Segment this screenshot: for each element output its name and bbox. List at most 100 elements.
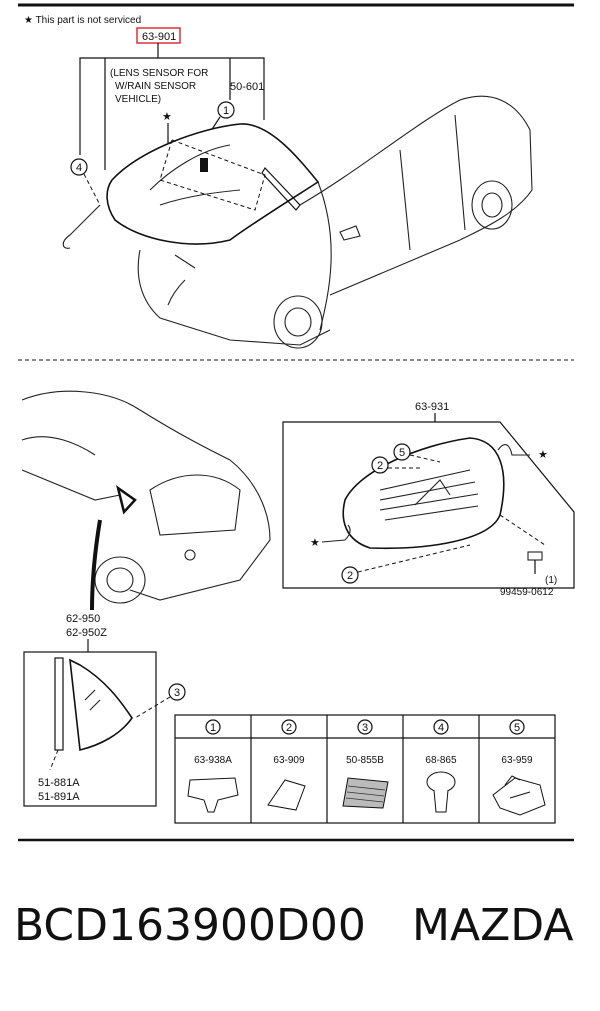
bracket-63-959-detail-icon (504, 775, 531, 799)
tape-50-855B-icon (342, 777, 389, 809)
rear-glass (342, 437, 505, 550)
table-callout-4 (433, 719, 449, 735)
callout-2-rear-upper (371, 456, 389, 474)
spacer-63-909-icon (267, 779, 306, 811)
wire-harness (62, 204, 101, 249)
wiper-line-2 (159, 189, 241, 206)
molding-strip (261, 167, 301, 211)
callout-3 (168, 683, 186, 701)
callout-3-label: 3 (174, 687, 180, 699)
table-callout-5-label: 5 (514, 722, 520, 734)
lens-sensor-note-line3: VEHICLE) (115, 94, 161, 105)
table-callout-4-label: 4 (438, 722, 444, 734)
bolt-part-number: 99459-0612 (500, 587, 554, 598)
car-door-lines (399, 114, 466, 251)
hood-lines (167, 254, 196, 306)
table-callout-3-label: 3 (362, 722, 368, 734)
callout-4 (70, 158, 88, 176)
footer-brand: MAZDA (412, 900, 574, 951)
table-callout-2 (281, 719, 297, 735)
clip-63-938A-icon (187, 777, 239, 813)
quarter-glass-part-1: 62-950 (66, 613, 100, 625)
table-callout-1-label: 1 (210, 722, 216, 734)
car-roof-line (299, 95, 531, 206)
bolt-leader (499, 514, 546, 546)
callout-1-top (217, 101, 235, 119)
table-callout-5 (509, 719, 525, 735)
quarter-window-highlight (115, 485, 137, 515)
car-a-pillar (317, 181, 332, 331)
callout-5-rear-label: 5 (399, 447, 405, 459)
rear-glass-part-number: 63-931 (415, 401, 449, 413)
rear-car-window (21, 436, 96, 456)
bracket-63-959-icon (492, 777, 546, 816)
not-serviced-notice: ★ This part is not serviced (24, 15, 141, 26)
rear-car-tail (129, 459, 271, 601)
quarter-glass-part-2: 62-950Z (66, 627, 107, 639)
side-mirror (339, 225, 361, 241)
fuel-cap (184, 549, 196, 561)
windshield-bracket (79, 57, 265, 155)
footer: BCD163900D00 MAZDA (0, 900, 600, 970)
quarter-seal-strip (54, 657, 64, 751)
rear-wire-right (497, 444, 530, 456)
rear-wire-left (321, 524, 351, 543)
table-part-4: 68-865 (425, 755, 457, 766)
star-marker-top: ★ (162, 111, 172, 123)
seal-part-1: 51-881A (38, 777, 80, 789)
car-front-body (137, 249, 331, 346)
table-part-3: 50-855B (346, 755, 384, 766)
grommet-68-865-stem-icon (433, 789, 449, 813)
rear-glass-frame (282, 421, 575, 589)
rear-window-outline (149, 474, 241, 536)
seal-leader (49, 749, 59, 771)
table-callout-1 (205, 719, 221, 735)
rear-hub-top (481, 192, 503, 218)
callout-3-leader (134, 696, 171, 719)
callout-2-rear-lower-label: 2 (347, 570, 353, 582)
quarter-glass (69, 658, 133, 751)
b-pillar-strip (90, 519, 102, 611)
tape-50-855B-texture-icon (345, 785, 386, 803)
seal-part-2: 51-891A (38, 791, 80, 803)
grommet-68-865-icon (426, 771, 456, 793)
windshield-part-number: 63-901 (142, 31, 176, 43)
bolt-head (527, 551, 543, 561)
rear-wheel-lower (94, 556, 146, 604)
defroster-lines (379, 469, 479, 521)
callout-5-leader (409, 454, 441, 463)
callout-2-rear-lower (341, 566, 359, 584)
molding-part-number: 50-601 (230, 81, 264, 93)
table-part-1: 63-938A (194, 755, 232, 766)
lens-sensor-note-line2: W/RAIN SENSOR (115, 81, 196, 92)
star-marker-rear-right: ★ (538, 449, 548, 461)
quarter-glass-reflection (84, 689, 101, 711)
quarter-glass-frame (23, 651, 157, 807)
callout-2-lower-leader (357, 544, 471, 573)
star-marker-rear-left: ★ (310, 537, 320, 549)
bolt-quantity: (1) (545, 575, 557, 586)
callout-5-rear (393, 443, 411, 461)
lens-sensor-note-line1: (LENS SENSOR FOR (110, 68, 208, 79)
table-part-2: 63-909 (273, 755, 305, 766)
front-hub-top (284, 307, 312, 337)
footer-part-number: BCD163900D00 (14, 900, 366, 951)
wiper-line-1 (149, 144, 231, 191)
windshield-glass (106, 123, 320, 245)
table-callout-2-label: 2 (286, 722, 292, 734)
front-wheel-top (273, 295, 323, 349)
glass-center-mark (414, 479, 451, 506)
car-side-line (329, 129, 533, 296)
rear-car-roof (21, 390, 231, 461)
callout-1-top-label: 1 (223, 105, 229, 117)
callout-4-label: 4 (76, 162, 82, 174)
rear-car-side (21, 469, 121, 501)
callout-2-rear-upper-label: 2 (377, 460, 383, 472)
callout-4-leader (83, 173, 101, 206)
rain-sensor-block (200, 158, 208, 172)
table-callout-3 (357, 719, 373, 735)
parts-table-border (174, 714, 556, 824)
table-part-5: 63-959 (501, 755, 533, 766)
parts-table: 1 63-938A 2 63-909 3 50-855B 4 68-865 5 … (174, 714, 556, 824)
